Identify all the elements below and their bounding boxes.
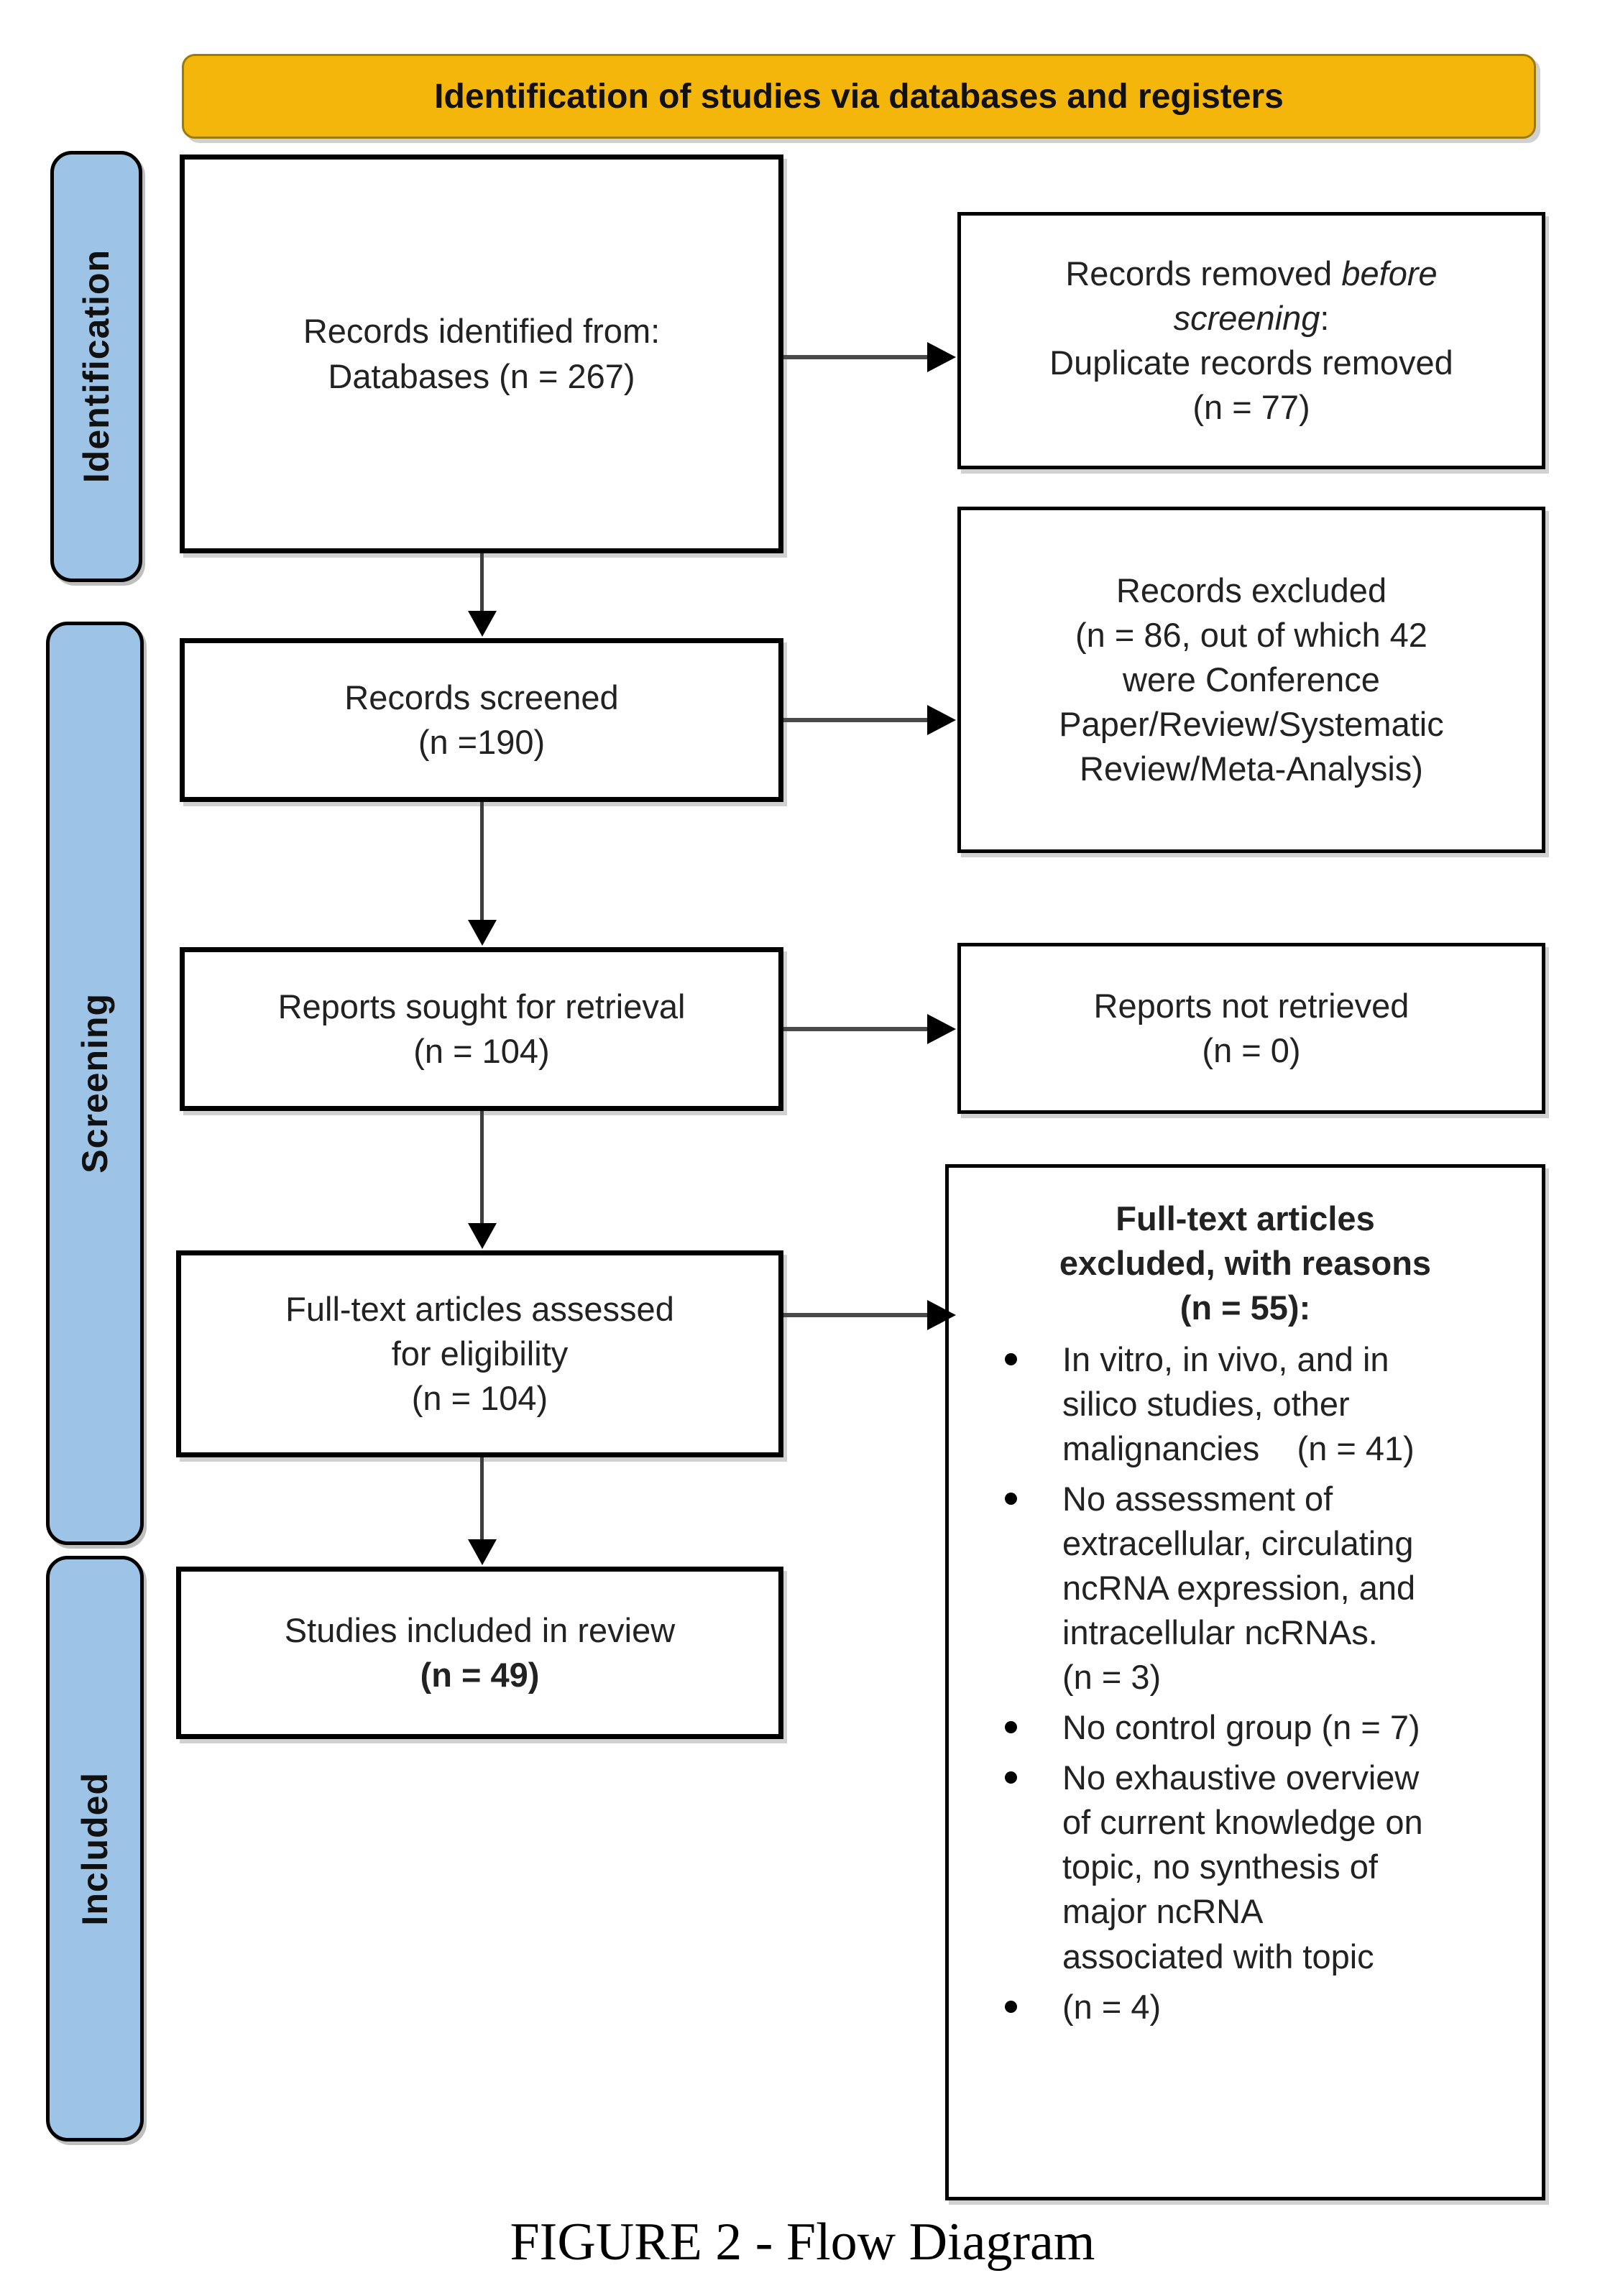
arrow-identified-to-screened bbox=[480, 553, 484, 612]
exclusion-reason-text: No exhaustive overview of current knowle… bbox=[1062, 1758, 1423, 1975]
records-removed-line1: Records removed before bbox=[1065, 252, 1437, 296]
records-removed-italic1: before bbox=[1341, 254, 1438, 292]
fulltext-excluded-header: Full-text articles excluded, with reason… bbox=[1059, 1199, 1432, 1327]
records-screened-line2: (n =190) bbox=[418, 723, 546, 761]
stage-label-included: Included bbox=[75, 1771, 115, 1926]
arrow-assessed-to-fulltext-excluded bbox=[783, 1313, 929, 1317]
exclusion-reasons-list: In vitro, in vivo, and in silico studies… bbox=[978, 1337, 1513, 2034]
reports-sought-line2: (n = 104) bbox=[413, 1032, 550, 1070]
exclusion-reason-text: No control group (n = 7) bbox=[1062, 1708, 1420, 1747]
exclusion-reason-text: In vitro, in vivo, and in silico studies… bbox=[1062, 1340, 1415, 1468]
records-removed-italic2: screening bbox=[1173, 298, 1320, 337]
exclusion-reason-item: In vitro, in vivo, and in silico studies… bbox=[978, 1337, 1513, 1471]
exclusion-reason-item: No control group (n = 7) bbox=[978, 1705, 1513, 1750]
arrow-assessed-to-included bbox=[480, 1457, 484, 1541]
arrow-sought-to-assessed bbox=[480, 1111, 484, 1225]
records-identified-line1: Records identified from: bbox=[303, 312, 661, 351]
records-removed-pre: Records removed bbox=[1065, 254, 1342, 292]
stage-label-screening: Screening bbox=[75, 993, 115, 1174]
box-fulltext-excluded: Full-text articles excluded, with reason… bbox=[945, 1164, 1545, 2200]
stage-bar-identification: Identification bbox=[50, 151, 142, 582]
exclusion-reason-text: (n = 4) bbox=[1062, 1987, 1162, 2026]
stage-bar-included: Included bbox=[46, 1556, 144, 2141]
fulltext-assessed-line3: (n = 104) bbox=[411, 1379, 548, 1418]
arrow-screened-to-excluded bbox=[783, 718, 929, 722]
records-removed-colon: : bbox=[1320, 298, 1330, 337]
records-excluded-text: Records excluded (n = 86, out of which 4… bbox=[1059, 571, 1444, 788]
box-records-excluded: Records excluded (n = 86, out of which 4… bbox=[957, 507, 1545, 853]
reports-not-retrieved-line1: Reports not retrieved bbox=[1093, 986, 1409, 1025]
box-studies-included: Studies included in review (n = 49) bbox=[176, 1567, 783, 1739]
box-records-identified: Records identified from: Databases (n = … bbox=[180, 155, 783, 553]
figure-caption: FIGURE 2 - Flow Diagram bbox=[510, 2213, 1095, 2272]
exclusion-reason-item: No exhaustive overview of current knowle… bbox=[978, 1756, 1513, 1978]
box-fulltext-assessed: Full-text articles assessed for eligibil… bbox=[176, 1250, 783, 1457]
records-removed-line3: Duplicate records removed bbox=[1049, 344, 1453, 382]
records-removed-line2: screening: bbox=[1174, 296, 1330, 341]
exclusion-reason-item: (n = 4) bbox=[978, 1985, 1513, 2029]
records-screened-line1: Records screened bbox=[344, 678, 619, 716]
records-removed-count: (n = 77) bbox=[1192, 388, 1310, 427]
stage-bar-screening: Screening bbox=[46, 622, 144, 1545]
stage-label-identification: Identification bbox=[76, 249, 116, 484]
fulltext-assessed-line1: Full-text articles assessed bbox=[285, 1289, 674, 1328]
reports-not-retrieved-count: (n = 0) bbox=[1202, 1031, 1301, 1069]
arrow-screened-to-sought bbox=[480, 802, 484, 921]
arrow-sought-to-not-retrieved bbox=[783, 1027, 929, 1031]
box-records-screened: Records screened (n =190) bbox=[180, 638, 783, 802]
studies-included-line1: Studies included in review bbox=[284, 1610, 676, 1649]
banner-title: Identification of studies via databases … bbox=[434, 77, 1284, 116]
arrow-identified-to-removed bbox=[783, 355, 929, 359]
box-records-removed: Records removed before screening: Duplic… bbox=[957, 212, 1545, 469]
exclusion-reason-text: No assessment of extracellular, circulat… bbox=[1062, 1480, 1416, 1697]
exclusion-reason-item: No assessment of extracellular, circulat… bbox=[978, 1477, 1513, 1700]
studies-included-count: (n = 49) bbox=[420, 1656, 540, 1694]
reports-sought-line1: Reports sought for retrieval bbox=[277, 987, 686, 1025]
banner: Identification of studies via databases … bbox=[182, 54, 1536, 139]
records-identified-line2: Databases (n = 267) bbox=[328, 356, 635, 395]
box-reports-sought: Reports sought for retrieval (n = 104) bbox=[180, 947, 783, 1111]
fulltext-assessed-line2: for eligibility bbox=[391, 1334, 569, 1373]
box-reports-not-retrieved: Reports not retrieved (n = 0) bbox=[957, 943, 1545, 1114]
